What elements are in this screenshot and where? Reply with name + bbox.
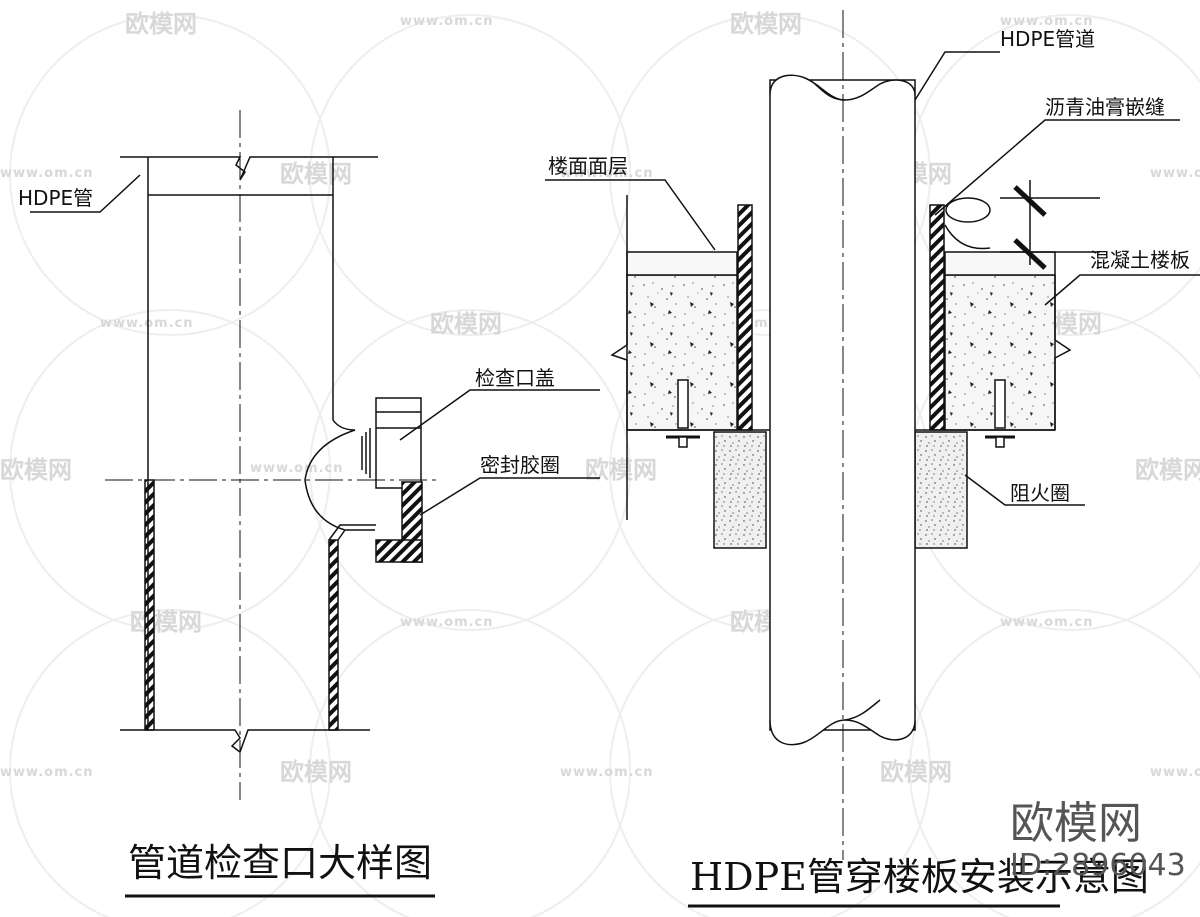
watermark-logo: 欧模网 bbox=[585, 456, 657, 484]
watermark-url: www.om.cn bbox=[1000, 615, 1094, 630]
watermark-url: www.om.cn bbox=[1000, 14, 1094, 29]
brand-watermark: 欧模网 bbox=[1010, 798, 1142, 849]
watermark-url: www.om.cn bbox=[1150, 166, 1200, 181]
watermark-url: www.om.cn bbox=[250, 461, 344, 476]
label-asphalt-joint: 沥青油膏嵌缝 bbox=[1045, 95, 1165, 119]
label-floor-finish: 楼面面层 bbox=[548, 154, 628, 178]
watermark-logo: 欧模网 bbox=[730, 10, 802, 38]
label-fire-ring: 阻火圈 bbox=[1010, 481, 1070, 505]
watermark-url: www.om.cn bbox=[400, 615, 494, 630]
watermark-logo: 欧模网 bbox=[880, 758, 952, 786]
label-seal-ring: 密封胶圈 bbox=[480, 453, 560, 477]
watermark-logo: 欧模网 bbox=[1135, 456, 1200, 484]
left-title: 管道检查口大样图 bbox=[128, 841, 432, 885]
watermark-logo: 欧模网 bbox=[0, 456, 72, 484]
watermark-logo: 欧模网 bbox=[130, 608, 202, 636]
label-hdpe-pipeline: HDPE管道 bbox=[1000, 27, 1095, 51]
watermark-logo: 欧模网 bbox=[430, 310, 502, 338]
watermark-url: www.om.cn bbox=[100, 316, 194, 331]
watermark-url: www.om.cn bbox=[560, 166, 654, 181]
right-title: HDPE管穿楼板安装示意图 bbox=[690, 855, 1149, 899]
watermark-url: www.om.cn bbox=[400, 14, 494, 29]
label-concrete-slab: 混凝土楼板 bbox=[1090, 248, 1190, 272]
watermark-logo: 欧模网 bbox=[280, 160, 352, 188]
left-drawing bbox=[30, 110, 600, 800]
right-drawing bbox=[545, 10, 1200, 860]
watermark-url: www.om.cn bbox=[0, 765, 94, 780]
watermark-logo: 欧模网 bbox=[125, 10, 197, 38]
label-inspection-cover: 检查口盖 bbox=[475, 366, 555, 390]
watermark-logo: 欧模网 bbox=[280, 758, 352, 786]
label-hdpe-pipe: HDPE管 bbox=[18, 186, 93, 210]
watermark-url: www.om.cn bbox=[1150, 765, 1200, 780]
watermark-url: www.om.cn bbox=[0, 166, 94, 181]
watermark-url: www.om.cn bbox=[560, 765, 654, 780]
brand-id: ID:2896043 bbox=[1010, 848, 1186, 883]
